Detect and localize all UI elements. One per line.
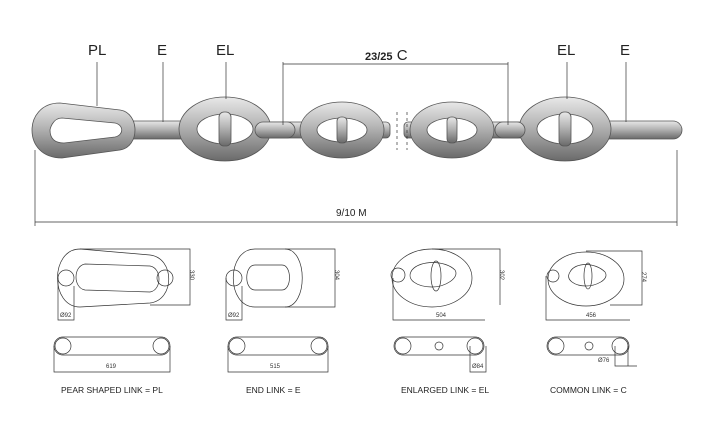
connecting-link-front-right — [494, 121, 526, 139]
label-enlarged-link: EL — [216, 42, 235, 59]
pl-length: 619 — [106, 364, 117, 370]
c-caption: COMMON LINK = C — [550, 385, 627, 395]
e-height: 304 — [333, 269, 340, 281]
common-span-count: 23/25 — [365, 51, 393, 63]
pl-height: 330 — [188, 269, 195, 281]
e-caption: END LINK = E — [246, 385, 301, 395]
c-width: 456 — [586, 313, 597, 319]
label-enlarged-link-right: EL — [557, 42, 576, 59]
common-link-detail — [545, 250, 643, 367]
c-height: 274 — [640, 271, 647, 283]
enlarged-link-detail — [390, 248, 501, 373]
e-length: 515 — [270, 364, 281, 370]
el-caption: ENLARGED LINK = EL — [401, 385, 490, 395]
common-span-letter: C — [396, 47, 408, 64]
total-length-label: 9/10 M — [336, 208, 367, 219]
common-span-label: 23/25 C — [365, 47, 408, 64]
el-width: 504 — [436, 313, 447, 319]
connecting-link-front — [254, 121, 296, 139]
end-link-detail — [225, 248, 336, 373]
pear-link-detail — [53, 248, 191, 373]
label-pear-link: PL — [88, 42, 107, 59]
pl-caption: PEAR SHAPED LINK = PL — [61, 385, 163, 395]
label-end-link-right: E — [620, 42, 631, 59]
enlarged-link-right-stud — [558, 111, 572, 147]
pl-diameter: Ø92 — [60, 313, 72, 319]
detail-drawings — [53, 248, 643, 373]
el-diameter: Ø84 — [472, 364, 484, 370]
dimension-lines — [34, 62, 678, 226]
label-end-link: E — [157, 42, 168, 59]
common-link-right-stud — [446, 116, 458, 144]
chain-assembly — [31, 96, 683, 162]
e-diameter: Ø92 — [228, 313, 240, 319]
el-height: 302 — [498, 269, 505, 281]
enlarged-link-left-stud — [218, 111, 232, 147]
pear-link-opening — [49, 117, 123, 144]
c-diameter: Ø76 — [598, 358, 610, 364]
common-link-left-stud — [336, 116, 348, 144]
